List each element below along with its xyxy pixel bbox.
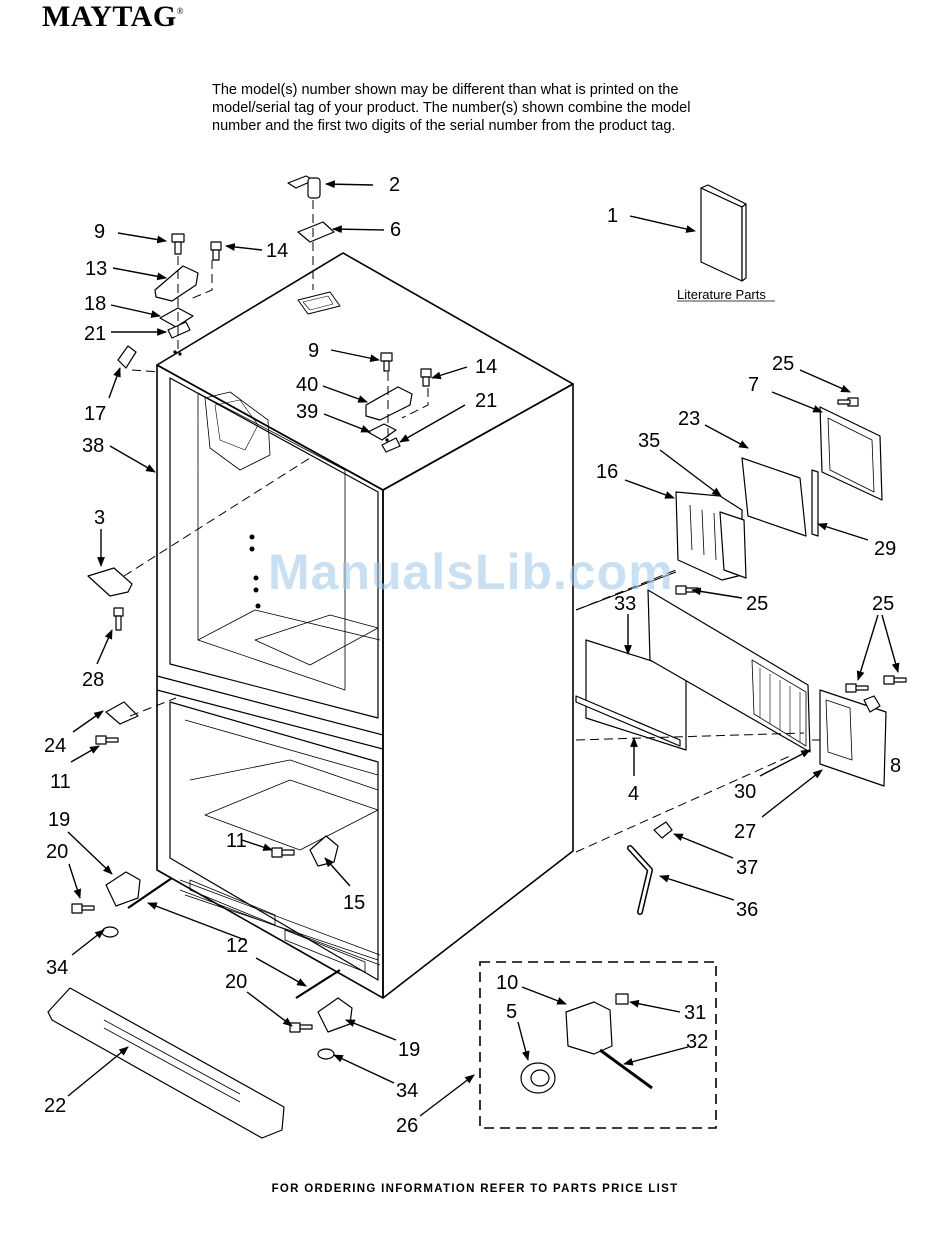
registered-mark: ® <box>176 6 185 16</box>
callout-23: 23 <box>678 408 700 430</box>
note-line-2: model/serial tag of your product. The nu… <box>212 100 691 116</box>
maytag-logo: MAYTAG® <box>42 0 184 34</box>
toe-grille-22 <box>47 987 285 1139</box>
leveling-bracket-19-right <box>317 997 353 1033</box>
callout-36: 36 <box>736 899 758 921</box>
wheel-bracket-10 <box>565 1001 613 1055</box>
callout-9-center: 9 <box>308 340 319 362</box>
callout-31: 31 <box>684 1002 706 1024</box>
hinge-40 <box>365 386 413 421</box>
model-number-note: The model(s) number shown may be differe… <box>212 81 772 135</box>
callout-8: 8 <box>890 755 901 777</box>
callout-12: 12 <box>226 935 248 957</box>
callout-numbers: 2 6 1 9 14 13 18 21 17 9 14 40 39 21 38 … <box>44 174 901 1137</box>
note-line-1: The model(s) number shown may be differe… <box>212 82 679 98</box>
footer-ordering-note: FOR ORDERING INFORMATION REFER TO PARTS … <box>271 1183 679 1195</box>
watermark: ManualsLib.com <box>268 544 674 600</box>
refrigerator-cabinet <box>156 252 574 999</box>
callout-40: 40 <box>296 374 318 396</box>
callout-39: 39 <box>296 401 318 423</box>
callout-11-center: 11 <box>226 830 247 852</box>
callout-21-center: 21 <box>475 390 497 412</box>
callout-16: 16 <box>596 461 618 483</box>
logo-text: MAYTAG <box>42 0 177 33</box>
callout-20-left: 20 <box>46 841 68 863</box>
callout-5: 5 <box>506 1001 517 1023</box>
callout-37: 37 <box>736 857 758 879</box>
callout-1: 1 <box>607 205 618 227</box>
callout-32: 32 <box>686 1031 708 1053</box>
callout-19-left: 19 <box>48 809 70 831</box>
callout-30: 30 <box>734 781 756 803</box>
callout-17: 17 <box>84 403 106 425</box>
callout-25-top: 25 <box>772 353 794 375</box>
callout-9-left: 9 <box>94 221 105 243</box>
callout-25-right: 25 <box>872 593 894 615</box>
callout-14-center: 14 <box>475 356 497 378</box>
callout-21-left: 21 <box>84 323 106 345</box>
trim-strip-4 <box>575 695 681 747</box>
callout-22: 22 <box>44 1095 66 1117</box>
callout-33: 33 <box>614 593 636 615</box>
drain-clip-37 <box>653 821 673 839</box>
callout-26: 26 <box>396 1115 418 1137</box>
callout-10: 10 <box>496 972 518 994</box>
part-shapes <box>47 175 907 1139</box>
callout-34-left: 34 <box>46 957 68 979</box>
callout-20-right: 20 <box>225 971 247 993</box>
callout-24: 24 <box>44 735 66 757</box>
callout-11-left: 11 <box>50 771 71 793</box>
callout-6: 6 <box>390 219 401 241</box>
screw-9-left <box>171 233 185 243</box>
callout-38: 38 <box>82 435 104 457</box>
callout-35: 35 <box>638 430 660 452</box>
callout-15: 15 <box>343 892 365 914</box>
leveling-foot-34-right <box>317 1048 335 1060</box>
assembly-guide-lines <box>123 200 820 853</box>
cover-23 <box>741 457 807 537</box>
note-line-3: number and the first two digits of the s… <box>212 118 676 134</box>
literature-parts-label: Literature Parts <box>677 287 766 302</box>
leader-arrows <box>67 180 900 1117</box>
callout-14-left: 14 <box>266 240 288 262</box>
callout-2: 2 <box>389 174 400 196</box>
callout-25-middle: 25 <box>746 593 768 615</box>
hinge-part-6 <box>297 221 335 243</box>
callout-18: 18 <box>84 293 106 315</box>
callout-28: 28 <box>82 669 104 691</box>
leveling-foot-34-left <box>101 926 119 938</box>
callout-27: 27 <box>734 821 756 843</box>
callout-7: 7 <box>748 374 759 396</box>
callout-19-right: 19 <box>398 1039 420 1061</box>
kit-26-box <box>479 961 717 1129</box>
callout-3: 3 <box>94 507 105 529</box>
hinge-bracket-13 <box>154 265 199 302</box>
bracket-3 <box>87 567 133 597</box>
callout-29: 29 <box>874 538 896 560</box>
callout-4: 4 <box>628 783 639 805</box>
callout-13: 13 <box>85 258 107 280</box>
leveling-bracket-19-left <box>105 871 141 907</box>
callout-34-right: 34 <box>396 1080 418 1102</box>
